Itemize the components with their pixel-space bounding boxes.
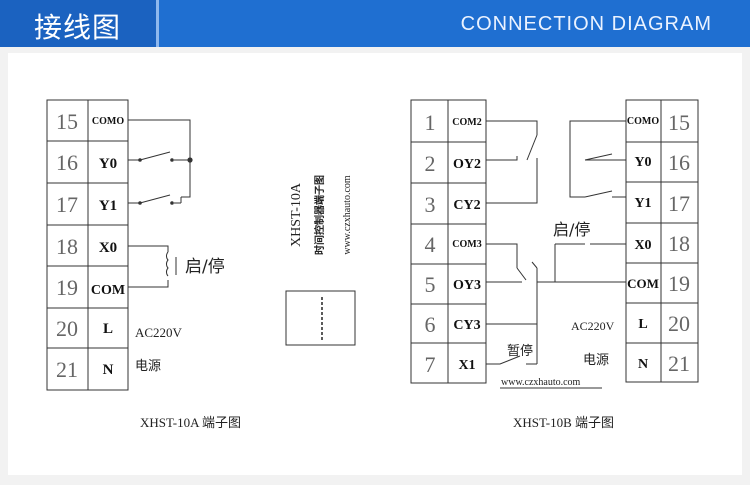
terminal-number: 19	[56, 275, 78, 300]
terminal-number: 15	[56, 109, 78, 134]
terminal-label: N	[103, 362, 114, 378]
terminal-number: 7	[425, 352, 436, 377]
terminal-number: 15	[668, 110, 690, 135]
header-divider	[156, 0, 159, 47]
url-b: www.czxhauto.com	[501, 377, 581, 388]
terminal-label: OY3	[453, 278, 481, 293]
terminal-number: 21	[56, 357, 78, 382]
caption-a: XHST-10A 端子图	[140, 415, 241, 430]
relay-wiring-b-com2	[486, 120, 538, 204]
center-box	[285, 290, 356, 346]
pause-label-b: 暂停	[507, 343, 533, 359]
power-voltage-b: AC220V	[571, 319, 615, 333]
terminal-number: 16	[668, 150, 690, 175]
relay-wiring-b-com3	[486, 243, 538, 325]
terminal-label: COM2	[452, 117, 481, 128]
terminal-labels-a: COMO Y0 Y1 X0 COM L N	[91, 116, 125, 378]
terminal-number: 3	[425, 192, 436, 217]
relay-wiring-a	[128, 119, 191, 204]
contact-dot	[138, 201, 142, 205]
center-url: www.czxhauto.com	[342, 175, 353, 255]
contact-dot	[170, 201, 174, 205]
terminal-labels-b-left: COM2 OY2 CY2 COM3 OY3 CY3 X1	[452, 117, 481, 373]
terminal-number: 16	[56, 150, 78, 175]
start-stop-label-a: 启/停	[185, 257, 225, 277]
caption-b: XHST-10B 端子图	[513, 415, 614, 430]
content-panel	[0, 47, 750, 485]
power-label-b: 电源	[583, 353, 609, 368]
terminal-label: COMO	[92, 116, 124, 127]
content-card	[8, 53, 742, 475]
contact-dot	[170, 158, 174, 162]
terminal-label: COM	[627, 276, 659, 291]
terminal-block-b-left	[410, 99, 487, 384]
terminal-label: X0	[634, 238, 651, 253]
terminal-block-b-right	[625, 99, 699, 383]
terminal-number: 20	[56, 316, 78, 341]
start-stop-label-b: 启/停	[553, 220, 590, 239]
header-banner: 接线图 CONNECTION DIAGRAM	[0, 0, 750, 47]
terminal-numbers-a: 15 16 17 18 19 20 21	[56, 109, 78, 382]
terminal-label: X0	[99, 240, 117, 256]
power-label-a: 电源	[135, 359, 161, 374]
terminal-label: CY2	[453, 198, 480, 213]
junction-dot	[187, 157, 193, 163]
terminal-label: L	[103, 321, 113, 337]
terminal-label: Y1	[634, 196, 651, 211]
title-english: CONNECTION DIAGRAM	[460, 13, 712, 35]
terminal-number: 1	[425, 110, 436, 135]
terminal-number: 20	[668, 311, 690, 336]
terminal-number: 21	[668, 351, 690, 376]
contact-dot	[138, 158, 142, 162]
terminal-label: Y1	[99, 198, 117, 214]
terminal-label: COM3	[452, 239, 481, 250]
terminal-number: 17	[56, 192, 78, 217]
center-model: XHST-10A	[289, 182, 304, 247]
title-box: 接线图	[0, 0, 156, 47]
terminal-number: 2	[425, 151, 436, 176]
relay-wiring-b-right	[569, 120, 626, 198]
terminal-number: 6	[425, 312, 436, 337]
terminal-label: X1	[458, 358, 475, 373]
pause-wiring-b	[486, 324, 538, 365]
terminal-numbers-b-right: 15 16 17 18 19 20 21	[668, 110, 690, 376]
terminal-number: 17	[668, 191, 690, 216]
terminal-numbers-b-left: 1 2 3 4 5 6 7	[425, 110, 436, 377]
terminal-label: CY3	[453, 318, 480, 333]
terminal-label: L	[638, 317, 647, 332]
power-voltage-a: AC220V	[135, 325, 183, 340]
terminal-label: COM	[91, 283, 125, 298]
start-stop-wiring-a	[128, 245, 177, 288]
terminal-label: COMO	[627, 116, 659, 127]
terminal-number: 5	[425, 272, 436, 297]
terminal-number: 19	[668, 271, 690, 296]
start-stop-wiring-b	[537, 243, 626, 283]
terminal-number: 18	[668, 231, 690, 256]
terminal-label: Y0	[634, 155, 651, 170]
terminal-label: N	[638, 357, 648, 372]
terminal-block-a	[46, 99, 129, 391]
terminal-label: OY2	[453, 157, 481, 172]
title-chinese: 接线图	[34, 11, 122, 44]
terminal-number: 4	[425, 232, 436, 257]
terminal-labels-b-right: COMO Y0 Y1 X0 COM L N	[627, 116, 659, 372]
terminal-label: Y0	[99, 156, 117, 172]
center-subtitle: 时间控制器端子图	[313, 175, 326, 255]
terminal-number: 18	[56, 234, 78, 259]
